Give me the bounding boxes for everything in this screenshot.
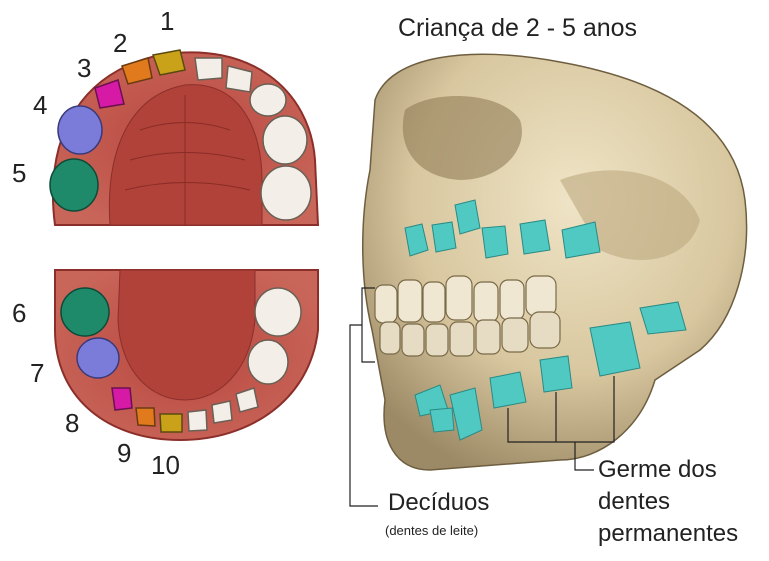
tooth-number-3: 3: [77, 55, 91, 81]
tooth-number-9: 9: [117, 440, 131, 466]
label-germ-line2: dentes: [598, 487, 670, 517]
lower-tooth-8: [112, 388, 132, 410]
lower-arch: [55, 270, 318, 440]
lower-tooth-7: [77, 338, 119, 378]
label-germ-line3: permanentes: [598, 519, 738, 549]
deciduous-leader: [350, 325, 378, 506]
child-skull: [363, 54, 747, 470]
tooth-number-4: 4: [33, 92, 47, 118]
lower-tooth-9: [136, 408, 155, 426]
label-deciduous: Decíduos: [388, 488, 489, 518]
tooth-number-2: 2: [113, 30, 127, 56]
diagram-title: Criança de 2 - 5 anos: [398, 14, 637, 43]
label-germ-line1: Germe dos: [598, 455, 717, 485]
lower-tooth-6: [61, 288, 109, 336]
upper-tooth-5: [50, 159, 98, 211]
upper-tooth-4: [58, 106, 102, 154]
tooth-number-5: 5: [12, 160, 26, 186]
tooth-number-7: 7: [30, 360, 44, 386]
label-deciduous-sub: (dentes de leite): [385, 523, 478, 538]
tooth-number-1: 1: [160, 8, 174, 34]
lower-tooth-10: [160, 414, 182, 432]
tooth-number-6: 6: [12, 300, 26, 326]
tooth-number-8: 8: [65, 410, 79, 436]
tooth-number-10: 10: [151, 452, 180, 478]
